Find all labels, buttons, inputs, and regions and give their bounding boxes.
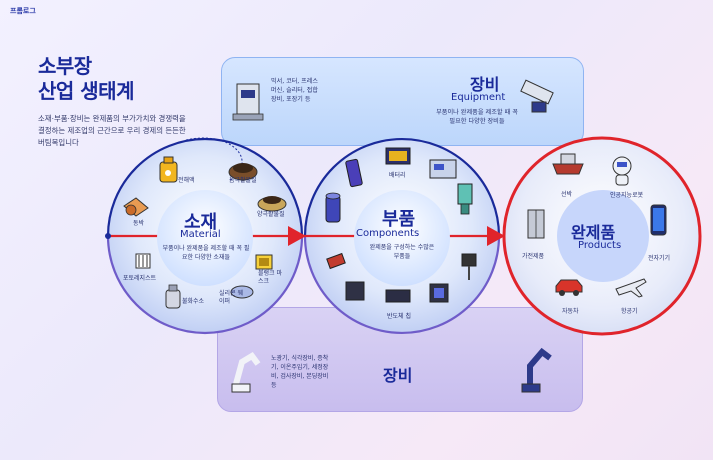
products-item-car: 자동차 <box>562 308 579 315</box>
products-title: 완제품 <box>571 223 616 242</box>
material-item-blank-mask: 블랭크 마스크 <box>258 270 282 285</box>
material-subtitle: Material <box>180 229 221 240</box>
silicon-wafer-icon <box>230 285 254 299</box>
chip-red-icon <box>326 252 346 270</box>
material-item-anode: 음극활물질 <box>229 177 257 184</box>
brand-logo: 프롬로그 <box>10 7 36 15</box>
cylinder-battery-icon <box>325 192 341 223</box>
connector-icon <box>457 183 473 215</box>
material-title: 소재 <box>184 212 218 233</box>
power-unit-icon <box>429 159 457 179</box>
products-core <box>557 190 649 282</box>
material-item-cathode: 양극활물질 <box>257 211 285 218</box>
components-item-chip: 반도체 칩 <box>387 313 411 320</box>
refrigerator-icon <box>527 209 545 239</box>
page-title-line1: 소부장 <box>38 54 92 78</box>
pouch-battery-icon <box>345 158 363 188</box>
components-description: 완제품을 구성하는 수많은 부품들 <box>369 244 435 260</box>
equipment-top-items: 믹서, 코터, 프레스 머신, 슬리터, 접합장비, 포장기 등 <box>271 78 318 103</box>
page-title-line2: 산업 생태계 <box>38 79 134 103</box>
electrolyte-icon <box>159 156 178 183</box>
equipment-top-subtitle: Equipment <box>451 92 506 103</box>
equipment-top-description: 부품이나 완제품을 제조할 때 꼭 필요한 다양한 장비들 <box>436 109 518 125</box>
equipment-top-title: 장비 <box>470 75 500 94</box>
car-icon <box>555 279 583 296</box>
flow-arrow-1 <box>288 226 306 246</box>
components-item-battery: 배터리 <box>389 172 406 179</box>
battery-module-icon <box>385 147 411 165</box>
robot-arm-icon <box>520 79 554 113</box>
photoresist-icon <box>135 253 151 269</box>
products-item-appliance: 가전제품 <box>522 253 545 260</box>
page-description: 소재·부품·장비는 완제품의 부가가치와 경쟁력을 결정하는 제조업의 근간으로… <box>38 114 186 147</box>
page-title: 소부장 산업 생태계 <box>38 54 134 104</box>
products-item-robot: 인공지능로봇 <box>610 192 644 199</box>
material-item-photoresist: 포토레지스트 <box>123 275 157 282</box>
fuse-icon <box>461 253 477 280</box>
blank-mask-icon <box>255 254 273 270</box>
material-core <box>157 190 253 286</box>
components-core <box>354 190 450 286</box>
ship-icon <box>552 153 584 175</box>
products-item-airplane: 항공기 <box>621 308 638 315</box>
material-item-hf: 불화수소 <box>182 298 205 305</box>
ai-robot-icon <box>612 156 632 186</box>
equipment-machine-icon <box>232 83 264 121</box>
robot-arm-bottom-icon <box>521 347 552 393</box>
equipment-bottom-title: 장비 <box>383 366 413 385</box>
material-item-electrolyte: 전해액 <box>178 177 195 184</box>
products-item-ship: 선박 <box>561 191 573 198</box>
material-item-wafer: 실리콘 웨이퍼 <box>219 290 243 305</box>
components-title: 부품 <box>382 209 416 230</box>
products-item-electronics: 전자기기 <box>648 255 671 262</box>
components-subtitle: Components <box>356 228 420 239</box>
material-item-copper-foil: 동박 <box>133 220 145 227</box>
equipment-bottom-items: 노광기, 식각장비, 증착기, 이온주입기, 세정장비, 검사장비, 본딩장비 … <box>271 355 329 389</box>
copper-foil-icon <box>123 197 149 217</box>
airplane-icon <box>615 278 647 298</box>
material-description: 부품이나 완제품을 제조할 때 꼭 필요한 다양한 소재들 <box>162 245 250 261</box>
products-subtitle: Products <box>578 240 622 251</box>
flow-arrow-2 <box>487 226 505 246</box>
cathode-material-icon <box>257 196 287 212</box>
anode-material-icon <box>228 163 258 181</box>
smartphone-icon <box>650 204 667 236</box>
hydrogen-fluoride-icon <box>165 284 181 309</box>
industrial-robot-icon <box>231 352 261 393</box>
semiconductor-chip-icon <box>345 281 449 303</box>
